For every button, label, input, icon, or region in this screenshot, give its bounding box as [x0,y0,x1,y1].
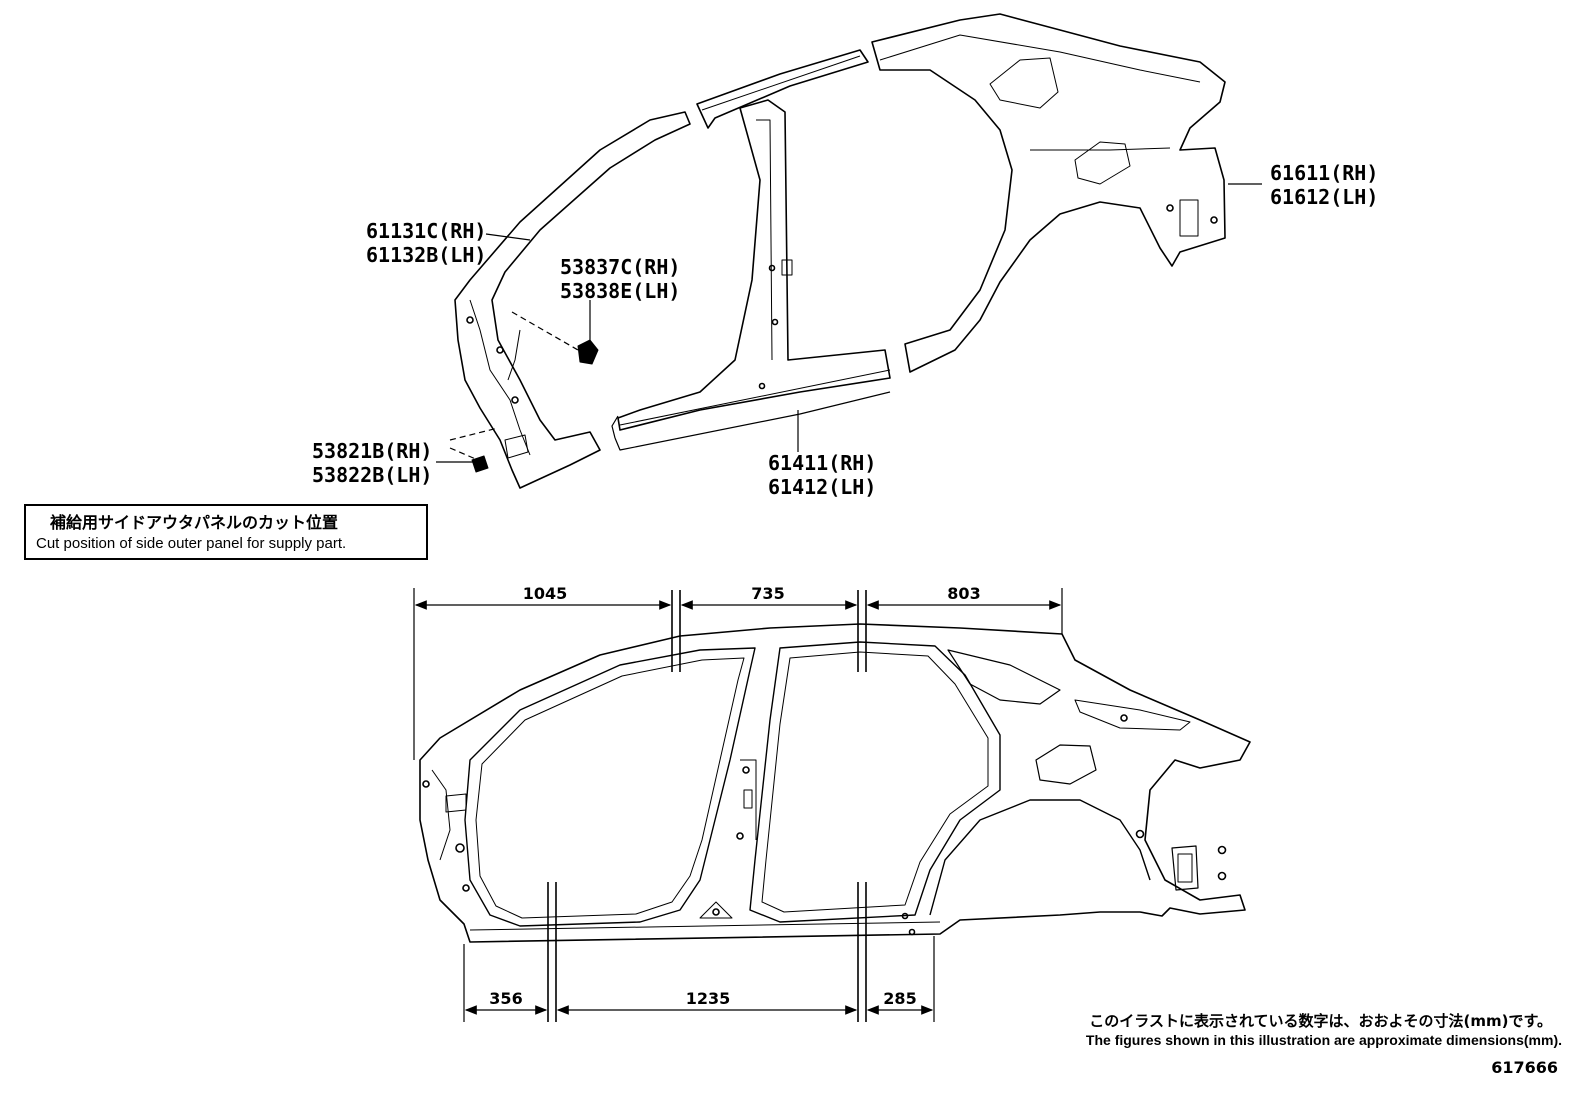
dimension-top-1: 1045 [523,584,568,603]
center-pillar-rocker-part [611,99,891,451]
part-61132-label: 61132B(LH) [366,243,486,267]
clip-53821 [471,455,489,473]
part-61412-label: 61412(LH) [768,475,876,499]
part-61131-label: 61131C(RH) [366,219,486,243]
cut-position-note: 補給用サイドアウタパネルのカット位置 Cut position of side … [24,504,428,560]
note-english: Cut position of side outer panel for sup… [36,535,347,552]
rear-quarter-part [871,13,1226,373]
clip-53837 [577,339,599,365]
part-61612-label: 61612(LH) [1270,185,1378,209]
part-61611-label: 61611(RH) [1270,161,1378,185]
dimension-arrows [414,600,1062,1015]
exploded-view [449,13,1226,489]
part-53837-label: 53837C(RH) [560,255,680,279]
roof-center-part [696,49,869,129]
cut-lines [413,588,1063,1022]
part-53838-label: 53838E(LH) [560,279,680,303]
dimension-top-3: 803 [947,584,980,603]
illustration-id: 617666 [1491,1058,1558,1077]
part-53822-label: 53822B(LH) [312,463,432,487]
dimension-bottom-2: 1235 [686,989,731,1008]
note-japanese: 補給用サイドアウタパネルのカット位置 [50,513,339,532]
front-pillar-part [454,111,691,489]
part-61411-label: 61411(RH) [768,451,876,475]
part-53821-label: 53821B(RH) [312,439,432,463]
footer-note-japanese: このイラストに表示されている数字は、おおよその寸法(mm)です。 [1089,1012,1552,1030]
dimension-top-2: 735 [751,584,784,603]
side-panel-view [419,623,1251,943]
dimension-bottom-1: 356 [489,989,522,1008]
part-leaders [436,183,1262,463]
footer-note-english: The figures shown in this illustration a… [1085,1032,1562,1048]
dimension-bottom-3: 285 [883,989,916,1008]
